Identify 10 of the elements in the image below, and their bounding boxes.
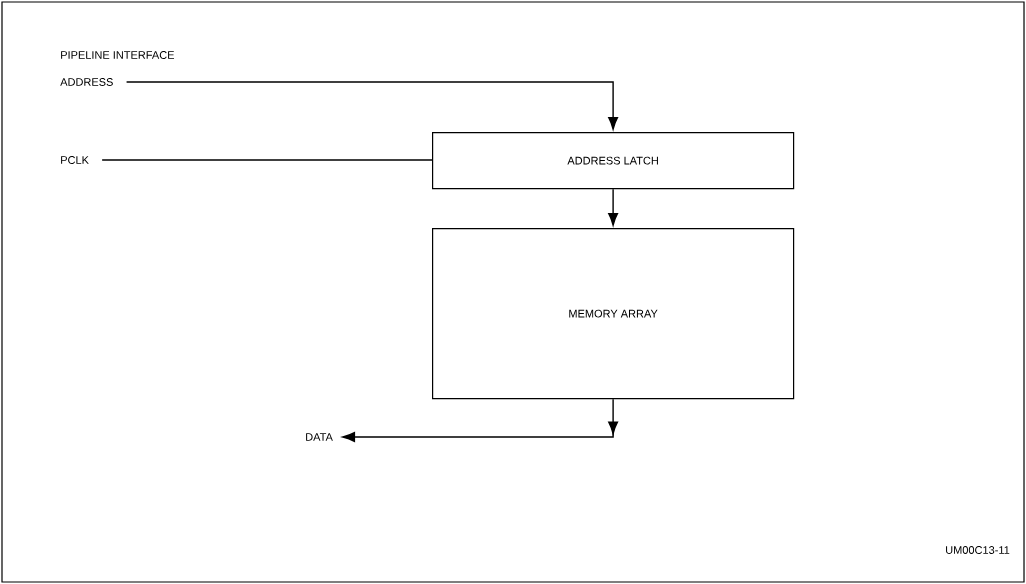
signal-label: DATA — [306, 433, 333, 441]
figure-number: UM00C13-11 — [946, 546, 1010, 554]
signal-label: ADDRESS — [60, 78, 113, 86]
figure-title: PIPELINE INTERFACE — [61, 51, 175, 59]
block-box: MEMORY ARRAY — [432, 228, 795, 400]
signal-label: PCLK — [61, 156, 89, 164]
block-box: ADDRESS LATCH — [432, 132, 795, 190]
arrow — [125, 81, 619, 130]
arrow — [608, 188, 619, 226]
arrow — [342, 398, 619, 442]
